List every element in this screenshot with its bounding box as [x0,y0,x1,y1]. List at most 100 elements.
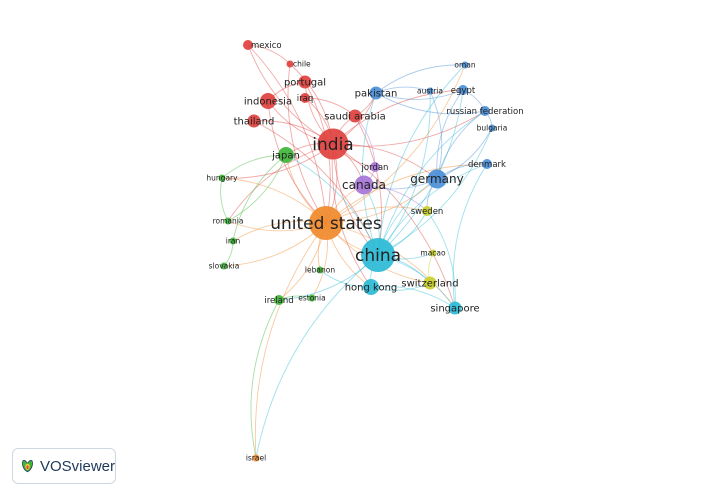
label-hungary[interactable]: hungary [206,174,238,183]
link-japan-iran [232,154,287,242]
node-germany[interactable] [427,169,447,189]
link-pakistan-russian-federation [375,92,486,115]
link-china-bulgaria [377,127,493,256]
node-hungary[interactable] [218,174,226,182]
link-china-austria [377,90,431,256]
link-united-states-oman [325,64,466,224]
label-singapore[interactable]: singapore [430,304,479,315]
node-romania[interactable] [224,217,232,225]
vosviewer-logo: VOSviewer [12,448,116,484]
link-germany-egypt [436,89,464,180]
label-canada[interactable]: canada [342,178,386,192]
label-sweden[interactable]: sweden [411,207,444,217]
label-macao[interactable]: macao [420,249,446,258]
link-united-states-israel [254,222,327,459]
link-saudi-arabia-china [354,115,383,256]
node-oman[interactable] [461,61,469,69]
node-chile[interactable] [286,60,294,68]
node-denmark[interactable] [482,159,492,169]
node-jordan[interactable] [370,162,380,172]
link-united-states-denmark [325,163,488,224]
node-ireland[interactable] [274,295,284,305]
label-chile[interactable]: chile [293,60,311,69]
label-oman[interactable]: oman [454,61,475,70]
label-switzerland[interactable]: switzerland [401,279,458,290]
node-portugal[interactable] [298,75,312,89]
link-india-egypt [332,89,464,145]
node-singapore[interactable] [448,301,462,315]
node-lebanon[interactable] [316,266,324,274]
label-saudi-arabia[interactable]: saudi arabia [324,112,386,123]
node-hong-kong[interactable] [363,279,379,295]
label-egypt[interactable]: egypt [451,86,476,96]
vosviewer-brand-text: VOSviewer [39,457,115,475]
label-iraq[interactable]: iraq [297,94,313,104]
label-russian-federation[interactable]: russian federation [446,107,523,117]
label-united-states[interactable]: united states [270,214,382,234]
link-pakistan-egypt [375,89,464,100]
label-japan[interactable]: japan [271,151,300,162]
label-mexico[interactable]: mexico [251,41,282,51]
node-china[interactable] [361,238,395,272]
label-jordan[interactable]: jordan [361,163,389,173]
node-switzerland[interactable] [423,276,437,290]
link-thailand-china [253,120,379,256]
node-thailand[interactable] [247,114,261,128]
label-thailand[interactable]: thailand [234,117,275,128]
node-slovakia[interactable] [220,262,228,270]
link-indonesia-united-states [267,100,327,224]
label-denmark[interactable]: denmark [468,160,506,170]
node-bulgaria[interactable] [488,124,496,132]
node-macao[interactable] [429,249,437,257]
node-india[interactable] [317,128,349,160]
link-singapore-denmark [452,163,488,309]
label-austria[interactable]: austria [417,87,443,96]
node-saudi-arabia[interactable] [348,109,362,123]
node-estonia[interactable] [308,294,316,302]
label-germany[interactable]: germany [410,172,463,186]
node-sweden[interactable] [422,206,432,216]
labels-layer: mexico chile portugal iraq indonesia thailand… [206,41,523,463]
link-japan-romania [227,154,287,222]
label-iran[interactable]: iran [226,237,241,246]
label-pakistan[interactable]: pakistan [355,89,398,100]
label-estonia[interactable]: estonia [298,294,325,303]
link-china-russian-federation [377,110,486,256]
node-egypt[interactable] [458,85,468,95]
vosviewer-icon [22,460,33,473]
node-austria[interactable] [426,87,434,95]
link-ireland-israel [250,299,280,459]
node-canada[interactable] [354,175,374,195]
link-mexico-united-states [247,44,327,224]
node-iraq[interactable] [300,93,310,103]
label-bulgaria[interactable]: bulgaria [477,124,508,133]
link-pakistan-oman [375,64,466,94]
link-china-oman [377,64,466,256]
label-portugal[interactable]: portugal [284,78,326,89]
label-lebanon[interactable]: lebanon [305,266,335,275]
node-russian-federation[interactable] [480,106,490,116]
nodes-layer [218,40,496,462]
link-united-states-singapore [325,222,456,309]
label-ireland[interactable]: ireland [264,296,293,306]
link-china-israel [255,254,379,459]
label-hong-kong[interactable]: hong kong [345,283,398,294]
label-india[interactable]: india [312,135,353,155]
link-china-pakistan [361,92,379,256]
label-romania[interactable]: romania [213,217,244,226]
node-iran[interactable] [229,237,237,245]
link-romania-hungary [220,177,229,222]
node-indonesia[interactable] [260,93,276,109]
label-indonesia[interactable]: indonesia [244,97,292,108]
label-slovakia[interactable]: slovakia [209,262,240,271]
label-israel[interactable]: israel [246,454,266,463]
label-china[interactable]: china [355,246,401,266]
node-mexico[interactable] [243,40,253,50]
node-united-states[interactable] [309,206,343,240]
node-israel[interactable] [252,454,260,462]
node-pakistan[interactable] [369,86,383,100]
link-china-denmark [377,163,488,256]
node-japan[interactable] [278,147,294,163]
